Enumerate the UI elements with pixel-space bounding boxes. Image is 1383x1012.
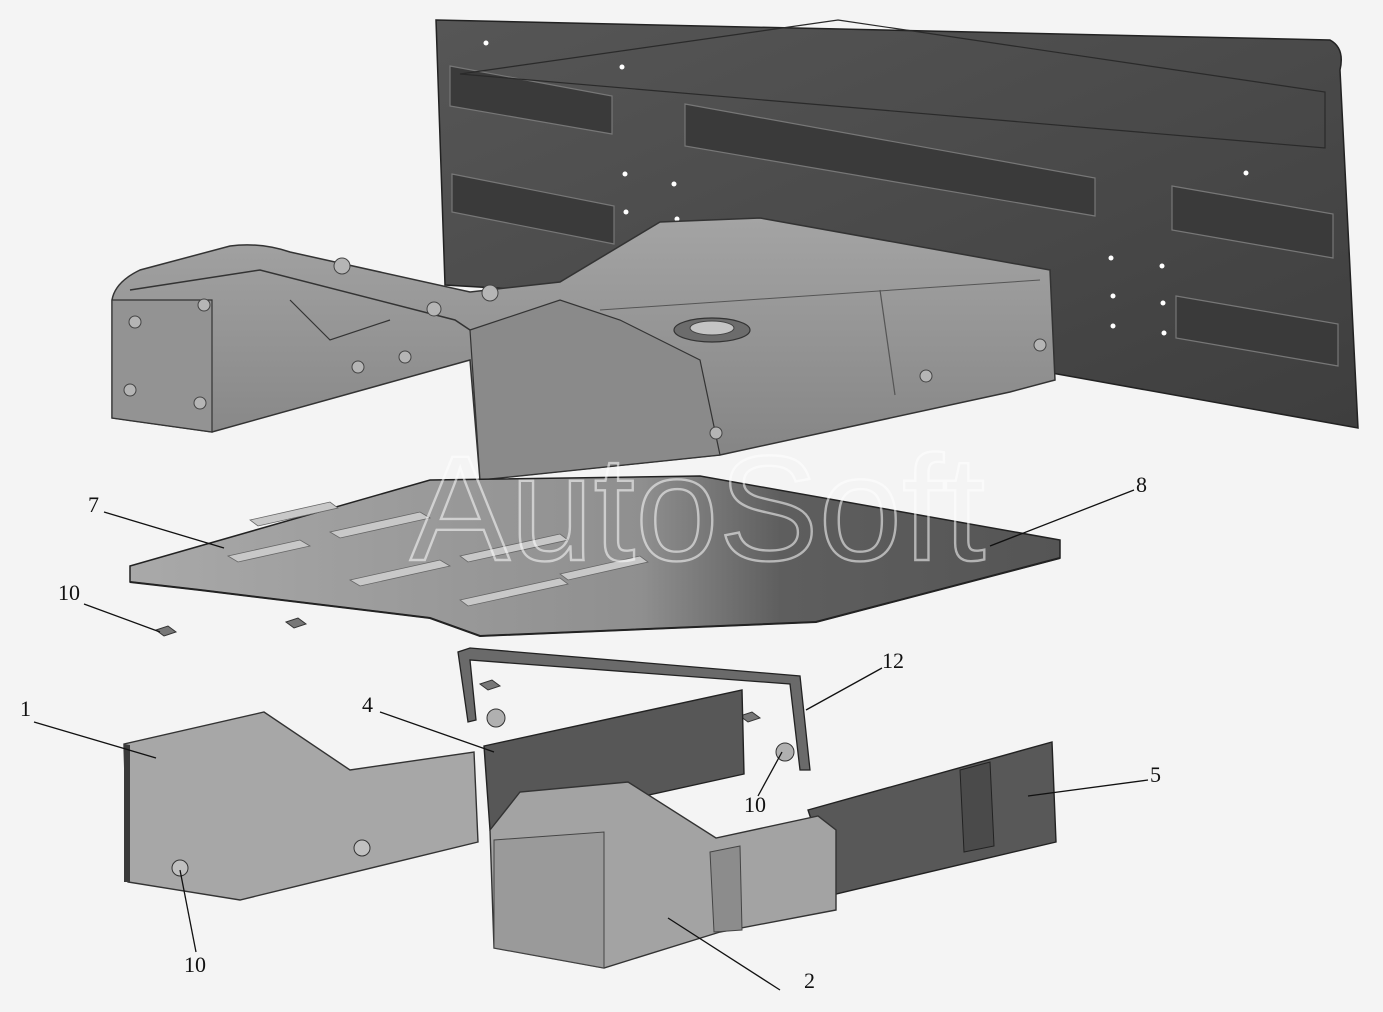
floor-tunnel-body <box>111 217 1056 481</box>
callout-10: 10 <box>58 580 80 605</box>
floor-mat <box>129 475 1061 638</box>
cover-5 <box>807 741 1057 895</box>
cover-1 <box>123 711 479 901</box>
callout-10: 10 <box>184 952 206 977</box>
callout-8: 8 <box>1136 472 1147 497</box>
callout-4: 4 <box>362 692 373 717</box>
callout-5: 5 <box>1150 762 1161 787</box>
callout-1: 1 <box>20 696 31 721</box>
callout-7: 7 <box>88 492 99 517</box>
rear-wall-panel <box>435 19 1359 429</box>
watermark: AutoSoft <box>410 424 985 592</box>
callout-12: 12 <box>882 648 904 673</box>
callout-2: 2 <box>804 968 815 993</box>
callout-labels: 7 8 10 12 1 4 10 5 10 2 <box>20 472 1161 993</box>
fastener-clips <box>154 617 762 723</box>
bracket <box>457 647 811 771</box>
leader-lines <box>33 489 1149 991</box>
cover-2 <box>489 781 837 969</box>
callout-10: 10 <box>744 792 766 817</box>
